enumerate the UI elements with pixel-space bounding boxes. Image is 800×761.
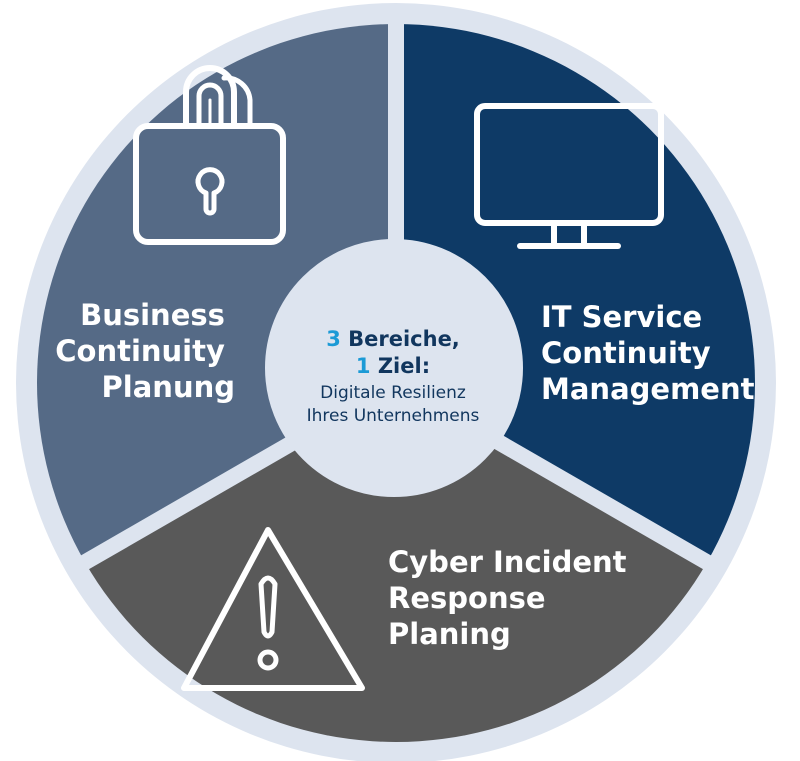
label-it-line-1: IT Service [541, 300, 702, 334]
center-headline-1: 3 Bereiche, [326, 327, 460, 351]
label-business-line-1: Business [80, 298, 225, 332]
center-headline-1-text: Bereiche, [341, 327, 460, 351]
label-business-continuity: Business Continuity Planung [55, 298, 235, 404]
label-business-line-3: Planung [102, 370, 235, 404]
warning-triangle-icon [181, 527, 365, 691]
label-cyber-line-1: Cyber Incident [388, 545, 627, 579]
center-subline-1: Digitale Resilienz [320, 383, 466, 403]
label-cyber-line-2: Response [388, 581, 546, 615]
label-it-service-continuity: IT Service Continuity Management [541, 300, 755, 406]
segment-cyber-incident [85, 383, 707, 742]
label-it-line-3: Management [541, 372, 755, 406]
center-hub [265, 239, 523, 497]
center-subline-2: Ihres Unternehmens [307, 406, 480, 426]
center-headline-2-text: Ziel: [371, 354, 431, 378]
center-number-3: 3 [326, 327, 341, 351]
padlock-icon [133, 65, 286, 245]
label-business-line-2: Continuity [55, 334, 225, 368]
label-cyber-incident: Cyber Incident Response Planing [388, 545, 637, 651]
label-it-line-2: Continuity [541, 336, 711, 370]
center-headline-2: 1 Ziel: [356, 354, 430, 378]
label-cyber-line-3: Planing [388, 617, 511, 651]
monitor-icon [474, 103, 664, 249]
center-number-1: 1 [356, 354, 371, 378]
